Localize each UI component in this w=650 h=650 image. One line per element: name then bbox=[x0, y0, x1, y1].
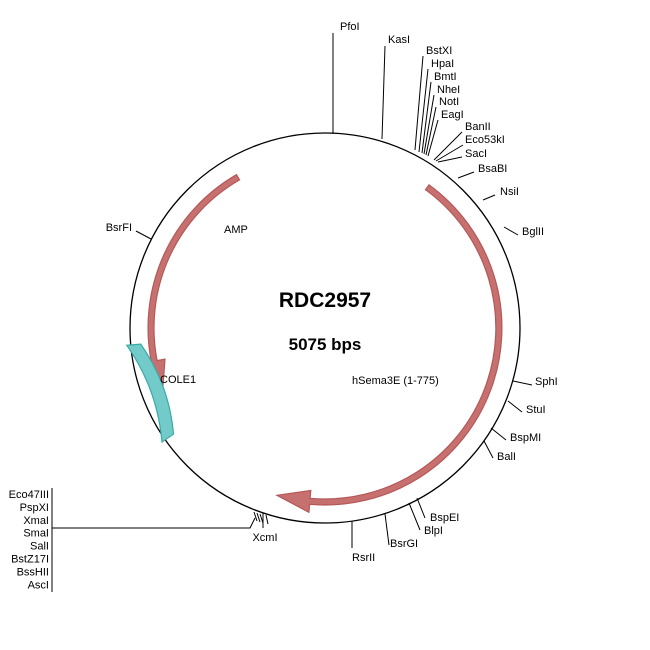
site-bsrgi-label: BsrGI bbox=[390, 538, 418, 550]
site-xcmi-label: XcmI bbox=[252, 532, 277, 544]
cluster-layer: Eco47IIIPspXIXmaISmaISalIBstZ17IBssHIIAs… bbox=[9, 488, 269, 592]
site-noti-leader bbox=[425, 106, 437, 156]
site-stui-leader bbox=[507, 400, 523, 413]
site-bspmi-label: BspMI bbox=[510, 432, 541, 444]
backbone bbox=[129, 132, 521, 524]
site-bmti-leader bbox=[421, 81, 432, 154]
site-bstz17i-label: BstZ17I bbox=[11, 554, 49, 566]
site-eco53ki-label: Eco53kI bbox=[465, 134, 505, 146]
site-saci-leader bbox=[437, 156, 463, 163]
feature-layer: hSema3E (1-775) AMP COLE1 bbox=[125, 173, 503, 514]
site-eco47iii-label: Eco47III bbox=[9, 489, 49, 501]
site-sali-label: SalI bbox=[30, 541, 49, 553]
site-bsshii-label: BssHII bbox=[17, 566, 49, 578]
site-kasi-leader bbox=[381, 45, 386, 140]
site-hpai-label: HpaI bbox=[431, 58, 454, 70]
site-bmti-label: BmtI bbox=[434, 71, 457, 83]
site-bsrfi-leader bbox=[135, 230, 152, 240]
cluster-tick-2 bbox=[259, 513, 264, 524]
site-bstxi-leader bbox=[414, 55, 424, 151]
feature-hsema3e-label: hSema3E (1-775) bbox=[352, 375, 439, 387]
site-eagi-leader bbox=[427, 119, 439, 157]
cluster-leader bbox=[52, 517, 256, 529]
site-bspmi-leader bbox=[490, 427, 507, 441]
site-bali-leader bbox=[483, 440, 494, 459]
site-sphi-leader bbox=[512, 380, 533, 386]
site-sphi-label: SphI bbox=[535, 376, 558, 388]
site-nhei-label: NheI bbox=[437, 84, 460, 96]
feature-amp-label: AMP bbox=[224, 224, 248, 236]
plasmid-circle bbox=[129, 132, 521, 524]
site-eco53ki-leader bbox=[435, 144, 464, 162]
site-rsrii-label: RsrII bbox=[352, 552, 375, 564]
site-bglii-label: BglII bbox=[522, 226, 544, 238]
site-smai-label: SmaI bbox=[23, 528, 49, 540]
site-nhei-leader bbox=[423, 94, 435, 155]
site-bsabi-leader bbox=[457, 171, 475, 179]
site-nsii-label: NsiI bbox=[500, 186, 519, 198]
site-bspei-label: BspEI bbox=[430, 512, 459, 524]
site-asci-label: AscI bbox=[28, 579, 49, 591]
site-bspei-leader bbox=[416, 497, 426, 519]
site-banii-leader bbox=[433, 131, 463, 161]
site-bglii-leader bbox=[503, 226, 519, 236]
site-banii-label: BanII bbox=[465, 121, 491, 133]
plasmid-name: RDC2957 bbox=[279, 289, 371, 312]
feature-hsema3e-arc bbox=[275, 183, 503, 514]
site-layer: PfoI KasI BstXIHpaIBmtINheINotIEagIBanIIEc… bbox=[106, 21, 558, 564]
site-nsii-leader bbox=[482, 194, 496, 201]
site-noti-label: NotI bbox=[439, 96, 459, 108]
site-xmai-label: XmaI bbox=[23, 515, 49, 527]
cluster-tick-0 bbox=[253, 511, 258, 522]
site-saci-label: SacI bbox=[465, 148, 487, 160]
site-hpai-leader bbox=[418, 68, 429, 153]
site-eagi-label: EagI bbox=[441, 109, 464, 121]
site-bstxi-label: BstXI bbox=[426, 45, 452, 57]
plasmid-size: 5075 bps bbox=[289, 335, 362, 354]
site-pspxi-label: PspXI bbox=[20, 502, 49, 514]
site-stui-label: StuI bbox=[526, 404, 546, 416]
site-bsabi-label: BsaBI bbox=[478, 163, 507, 175]
site-pfoi-label: PfoI bbox=[340, 21, 360, 33]
feature-amp-arc bbox=[142, 173, 241, 393]
site-bsrfi-label: BsrFI bbox=[106, 222, 132, 234]
feature-cole1-arc bbox=[125, 343, 175, 444]
cluster-tick-3 bbox=[265, 514, 269, 525]
site-blpi-label: BlpI bbox=[424, 525, 443, 537]
site-blpi-leader bbox=[408, 502, 421, 531]
feature-cole1-label: COLE1 bbox=[160, 374, 196, 386]
site-bali-label: BalI bbox=[497, 451, 516, 463]
site-bsrgi-leader bbox=[384, 513, 390, 546]
site-kasi-label: KasI bbox=[388, 34, 410, 46]
cluster-tick-1 bbox=[256, 512, 261, 523]
